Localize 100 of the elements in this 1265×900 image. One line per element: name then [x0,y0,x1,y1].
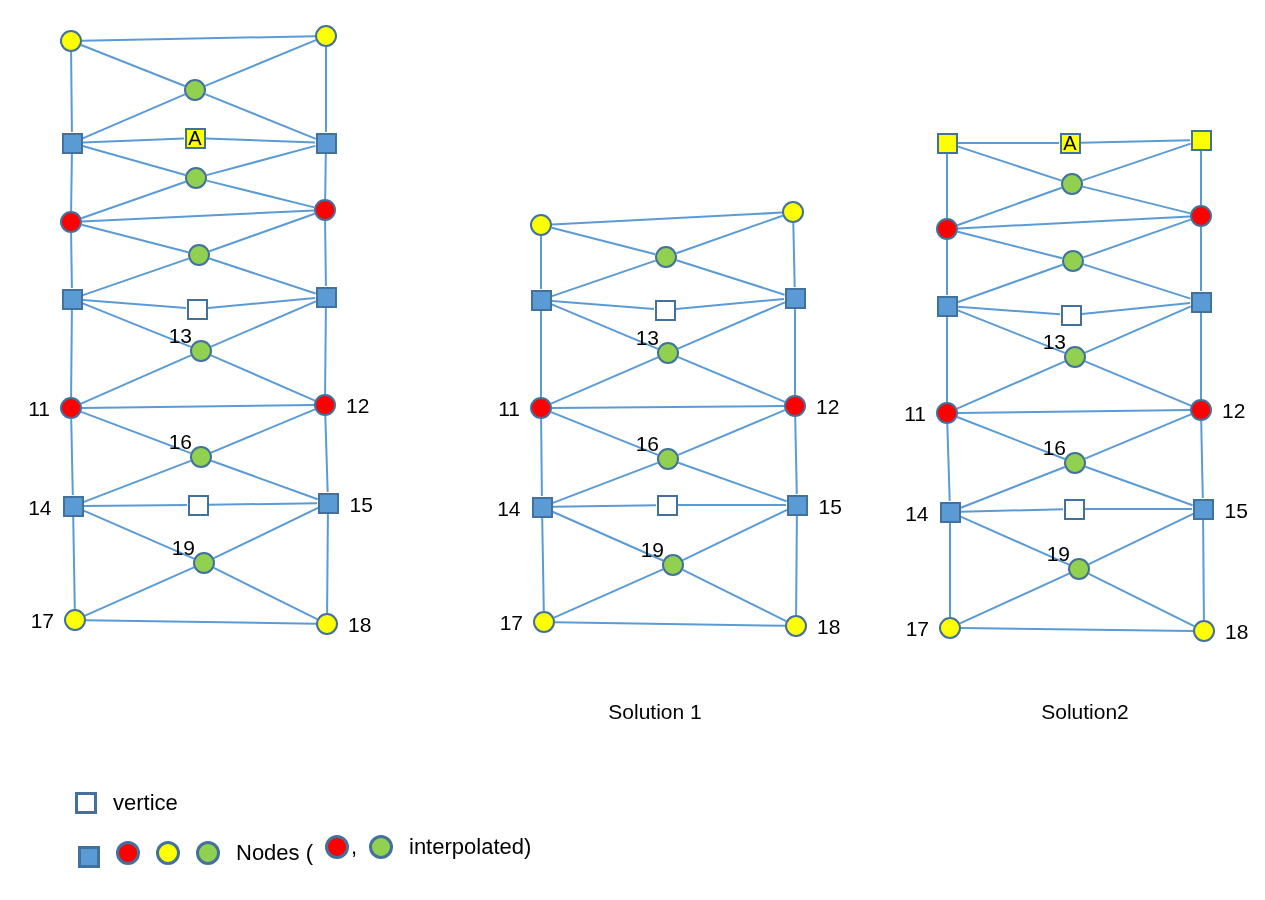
connector-line [1200,312,1202,400]
connector-line [957,215,1191,230]
legend-text: interpolated) [409,834,532,860]
node-number: 18 [1225,621,1249,642]
node-number: 12 [816,396,840,417]
node-number: 17 [905,618,929,639]
circle-node [782,201,804,223]
square-node [61,132,83,154]
connector-line [81,302,192,348]
square-node: A [1059,132,1081,154]
connector-line [946,153,948,219]
legend-text: Nodes ( [236,840,314,866]
node-number: 15 [1224,499,1248,521]
connector-line [82,298,187,310]
connector-line [82,509,195,560]
node-number: 13 [635,327,659,348]
connector-line [1084,413,1192,460]
connector-line [552,504,657,508]
circle-node [188,244,210,266]
connector-line [1081,185,1192,215]
square-node [1190,291,1212,313]
connector-line [550,303,659,350]
connector-line [1082,263,1192,300]
connector-line [1087,572,1196,628]
connector-line [792,222,796,288]
connector-line [70,309,73,398]
connector-line [85,619,317,625]
node-number: 15 [349,493,373,515]
circle-node [655,246,677,268]
node-number: 19 [640,539,664,560]
connector-line [70,51,73,133]
circle-node [936,218,958,240]
connector-line [677,301,786,350]
panel-caption: Solution 1 [608,700,702,724]
connector-line [956,263,1064,304]
connector-line [83,504,188,507]
node-number: 17 [30,610,54,631]
circle-node [1061,173,1083,195]
connector-line [1200,420,1204,499]
node-number: 11 [904,403,926,424]
connector-line [70,153,73,212]
connector-line [324,307,327,395]
connector-line [81,257,190,297]
connector-line [1200,226,1202,292]
connector-line [324,220,327,287]
connector-line [956,360,1066,410]
circle-node [1062,250,1084,272]
connector-line [80,223,190,254]
connector-line [1080,302,1192,315]
connector-line [324,415,329,493]
connector-line [960,627,1194,632]
connector-line [204,39,317,87]
connector-line [551,299,655,311]
connector-line [208,502,318,506]
node-number: 14 [28,496,52,518]
square-node [315,132,337,154]
connector-line [81,35,316,42]
square-node [186,298,208,320]
connector-line [949,522,951,618]
square-node [784,287,806,309]
connector-line [1200,150,1202,206]
connector-line [80,410,192,455]
node-number: 14 [497,497,521,519]
node-number: 15 [818,495,842,517]
connector-line [956,230,1064,260]
connector-line [959,515,1070,566]
connector-line [80,44,186,87]
connector-line [946,423,951,502]
square-node [1063,498,1085,520]
connector-line [210,354,316,402]
connector-line [540,418,543,497]
connector-line [210,300,317,348]
connector-line [540,310,542,398]
connector-line [956,186,1063,227]
node-number: 11 [498,398,520,419]
connector-line [81,93,186,140]
connector-line [956,416,1066,460]
connector-line [677,504,787,506]
node-number: 12 [1222,400,1246,421]
circle-node [184,79,206,101]
connector-line [677,356,786,403]
connector-line [957,409,1191,414]
connector-line [675,214,784,255]
connector-line [205,144,317,177]
connector-line [325,46,327,133]
connector-line [550,226,657,256]
connector-line [1084,360,1192,407]
circle-node [60,30,82,52]
connector-line [1084,305,1192,354]
connector-line [210,459,319,501]
node-number: 17 [499,612,523,633]
circle-node [185,167,207,189]
connector-line [960,508,1064,513]
connector-line [1082,218,1192,259]
connector-line [551,211,783,226]
connector-line [84,566,195,617]
connector-line [1084,465,1194,507]
square-node [1060,304,1082,326]
circle-node [315,25,337,47]
connector-line [81,404,315,409]
